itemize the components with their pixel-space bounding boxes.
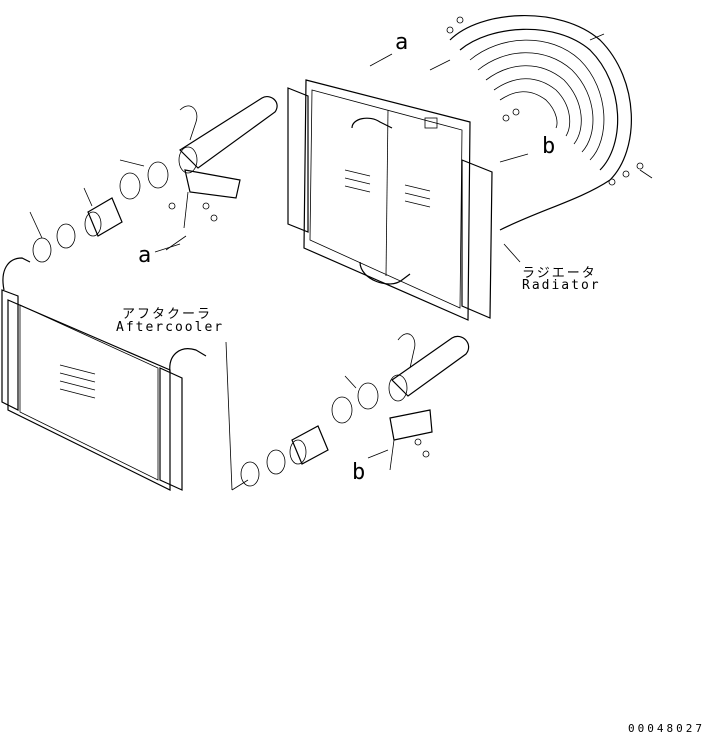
callout-a-top: a	[395, 30, 409, 55]
callout-a-bottom: a	[138, 243, 152, 268]
radiator-label-jp: ラジエータ	[522, 266, 597, 281]
aftercooler-label-en: Aftercooler	[116, 320, 225, 335]
drawing-number: 00048027	[628, 722, 705, 735]
radiator-core-lines	[344, 169, 431, 208]
radiator-leader	[503, 243, 521, 263]
fan-guard-mesh	[469, 39, 605, 161]
radiator-assembly	[287, 79, 493, 321]
callout-arrows	[154, 53, 529, 459]
callout-b-right: b	[542, 134, 556, 159]
aftercooler-core-lines	[59, 364, 96, 399]
lower-pipe-set	[225, 333, 470, 491]
fan-shroud	[429, 15, 653, 231]
callout-b-bottom: b	[352, 460, 366, 485]
upper-pipe-set	[29, 96, 278, 263]
aftercooler-label-jp: アフタクーラ	[122, 307, 213, 322]
radiator-label-en: Radiator	[522, 278, 601, 293]
aftercooler-assembly	[1, 257, 207, 491]
